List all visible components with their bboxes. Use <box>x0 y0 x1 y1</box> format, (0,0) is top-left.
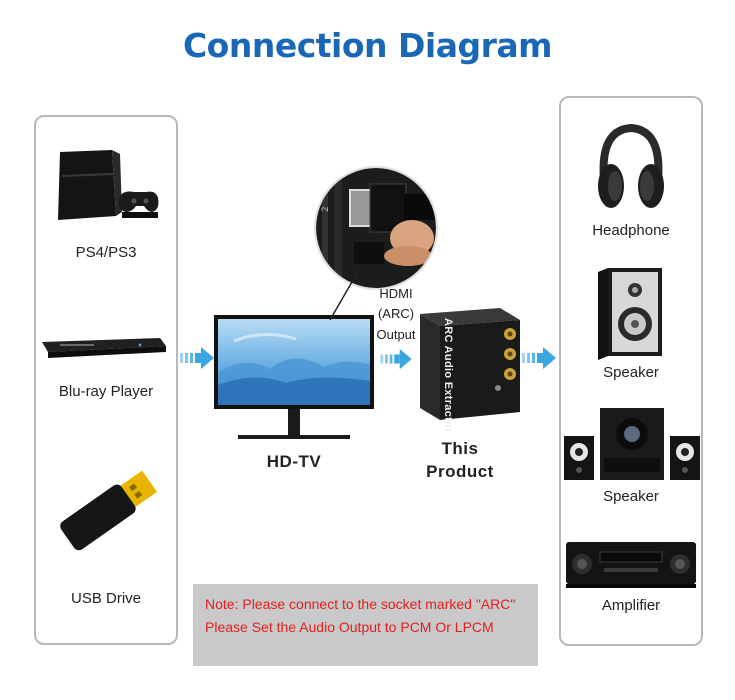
arrow-right-icon <box>522 346 558 370</box>
arrow-right-icon <box>380 348 414 370</box>
source-label-ps4: PS4/PS3 <box>75 244 137 261</box>
source-label-bluray: Blu-ray Player <box>58 383 154 400</box>
product-device-text: ARC Audio Extractor <box>442 318 454 433</box>
speaker-system-icon <box>564 408 702 484</box>
svg-text:2: 2 <box>321 206 331 212</box>
source-label-usb: USB Drive <box>70 590 141 607</box>
note-box: Note: Please connect to the socket marke… <box>193 584 538 666</box>
usb-drive-icon <box>40 455 170 565</box>
headphone-icon <box>596 118 666 214</box>
product-label-line1: This <box>441 439 479 458</box>
callout-line <box>329 267 361 321</box>
output-label: Output <box>376 327 416 342</box>
bluray-player-icon <box>40 332 168 360</box>
arrow-right-icon <box>180 346 216 370</box>
output-label-speaker-2: Speaker <box>603 488 659 505</box>
hdmi-port-zoom-icon: 2 <box>312 164 440 292</box>
tv-monitor-icon <box>214 315 374 441</box>
output-label-speaker-1: Speaker <box>603 364 659 381</box>
arc-label: (ARC) <box>377 306 415 321</box>
page-title: Connection Diagram <box>182 26 553 65</box>
output-label-amplifier: Amplifier <box>601 597 661 614</box>
tv-label: HD-TV <box>266 452 322 471</box>
arc-audio-extractor-icon <box>416 304 526 424</box>
hdmi-label: HDMI <box>379 286 413 301</box>
game-console-icon <box>54 146 160 224</box>
output-label-headphone: Headphone <box>592 222 670 239</box>
product-label-line2: Product <box>426 462 494 481</box>
amplifier-icon <box>564 540 698 590</box>
bookshelf-speaker-icon <box>594 268 664 360</box>
